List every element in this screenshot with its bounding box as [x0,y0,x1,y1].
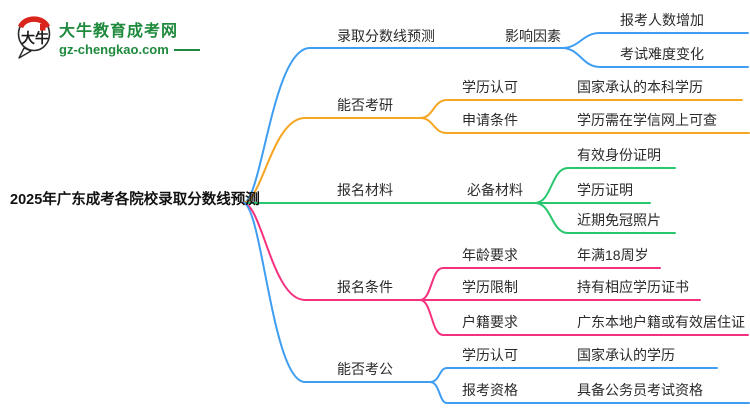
logo-bubble-icon: 大牛 [17,16,51,59]
branch-line [419,299,749,336]
logo-title: 大牛教育成考网 [59,23,179,40]
leaf-node: 学历需在学信网上可查 [577,112,717,128]
branch-line [242,117,421,204]
sub-node: 学历认可 [462,347,518,363]
branch-line [534,167,676,204]
site-logo: 大牛 大牛教育成考网 gz-chengkao.com [16,14,200,60]
logo-domain: gz-chengkao.com [59,42,200,57]
sub-node: 申请条件 [462,112,518,128]
branch-node: 报名条件 [337,279,393,295]
branch-line [242,202,431,383]
leaf-node: 学历证明 [577,182,633,198]
branch-node: 能否考研 [337,97,393,113]
branch-line [534,202,676,234]
branch-line [429,367,718,383]
branch-line [561,47,749,68]
root-node: 2025年广东成考各院校录取分数线预测 [10,192,260,208]
sub-node: 必备材料 [467,182,523,198]
sub-node: 年龄要求 [462,247,518,263]
leaf-node: 国家承认的学历 [577,347,675,363]
leaf-node: 年满18周岁 [577,247,649,263]
branch-node: 录取分数线预测 [337,28,435,44]
branch-line [419,117,750,134]
branch-line [242,47,563,204]
leaf-node: 具备公务员考试资格 [577,382,703,398]
branch-line [419,267,661,301]
sub-node: 学历限制 [462,279,518,295]
leaf-node: 广东本地户籍或有效居住证 [577,314,745,330]
sub-node: 影响因素 [505,28,561,44]
branch-line [429,381,750,404]
branch-node: 能否考公 [337,361,393,377]
branch-line [419,99,743,119]
branch-node: 报名材料 [337,182,393,198]
sub-node: 报考资格 [462,382,518,398]
leaf-node: 近期免冠照片 [577,212,661,228]
leaf-node: 报考人数增加 [620,12,704,28]
leaf-node: 持有相应学历证书 [577,279,689,295]
leaf-node: 考试难度变化 [620,46,704,62]
sub-node: 学历认可 [462,79,518,95]
leaf-node: 国家承认的本科学历 [577,79,703,95]
branch-line [242,202,701,301]
branch-line [561,32,749,49]
logo-domain-text: gz-chengkao.com [59,42,169,57]
logo-rule [173,48,200,51]
logo-icon-text: 大牛 [21,30,49,46]
sub-node: 户籍要求 [462,314,518,330]
leaf-node: 有效身份证明 [577,147,661,163]
